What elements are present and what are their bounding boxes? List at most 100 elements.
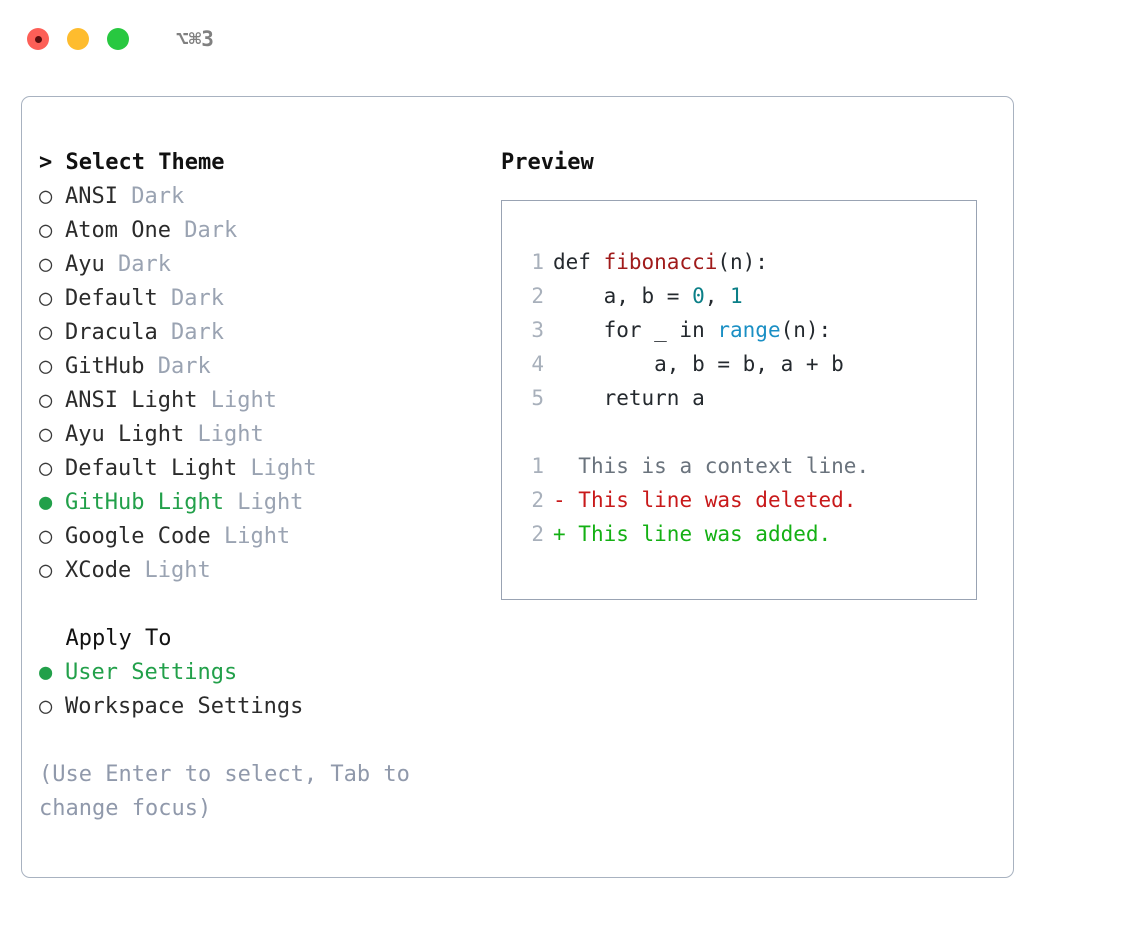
theme-option-ayu-light[interactable]: ○ Ayu Light Light — [39, 418, 479, 452]
theme-option-ansi-light[interactable]: ○ANSI Light Light — [39, 384, 479, 418]
diff-line-deleted: 2- This line was deleted. — [518, 483, 976, 517]
code-token: (n): — [717, 250, 768, 274]
radio-icon: ○ — [39, 422, 53, 447]
theme-variant-text: Light — [197, 422, 264, 447]
preview-heading: Preview — [501, 150, 594, 175]
theme-variant — [144, 354, 157, 379]
theme-option-github-light[interactable]: ● GitHub Light Light — [39, 486, 479, 520]
select-theme-heading: > Select Theme — [39, 146, 479, 180]
theme-label: GitHub Light — [65, 490, 224, 515]
left-column: > Select Theme ○ANSI Dark ○Atom One Dark… — [39, 146, 479, 826]
theme-option-default-light[interactable]: ○Default Light Light — [39, 452, 479, 486]
code-token: a, b = — [553, 284, 693, 308]
line-number: 5 — [531, 386, 544, 410]
theme-variant-text: Dark — [170, 286, 224, 311]
theme-label: ANSI — [65, 184, 118, 209]
apply-option-workspace-settings[interactable]: ○Workspace Settings — [39, 690, 479, 724]
radio-icon: ○ — [39, 354, 53, 379]
theme-variant-text: Light — [210, 388, 277, 413]
apply-label: User Settings — [65, 660, 238, 685]
diff-text: This line was deleted. — [578, 488, 857, 512]
line-number: 4 — [531, 352, 544, 376]
diff-text: This line was added. — [578, 522, 832, 546]
theme-label: Atom One — [65, 218, 171, 243]
code-token-function: fibonacci — [603, 250, 718, 274]
close-button[interactable] — [27, 28, 49, 50]
code-line: 2 a, b = 0, 1 — [518, 279, 976, 313]
apply-to-heading: Apply To — [39, 622, 479, 656]
theme-variant — [158, 320, 171, 345]
code-token: def — [553, 250, 604, 274]
theme-variant — [105, 252, 118, 277]
keyboard-hint-text: (Use Enter to select, Tab to change focu… — [39, 762, 410, 821]
radio-icon: ○ — [39, 286, 53, 311]
diff-sign: - — [553, 488, 579, 512]
section-spacer — [39, 588, 479, 622]
diff-spacer — [518, 415, 976, 449]
theme-option-github-dark[interactable]: ○ GitHub Dark — [39, 350, 479, 384]
theme-label: Ayu Light — [65, 422, 185, 447]
code-line: 3 for _ in range(n): — [518, 313, 976, 347]
apply-to-title: Apply To — [65, 626, 172, 651]
theme-variant-text: Light — [144, 558, 211, 583]
radio-icon: ○ — [39, 252, 53, 277]
theme-variant — [237, 456, 250, 481]
theme-option-atom-one-dark[interactable]: ○Atom One Dark — [39, 214, 479, 248]
code-line: 1 def fibonacci(n): — [518, 245, 976, 279]
close-icon — [34, 35, 42, 43]
line-number: 1 — [531, 250, 544, 274]
apply-option-user-settings[interactable]: ● User Settings — [39, 656, 479, 690]
theme-variant-text: Dark — [131, 184, 185, 209]
code-token: (n): — [780, 318, 832, 342]
theme-variant — [184, 422, 197, 447]
radio-icon: ○ — [39, 320, 53, 345]
theme-option-dracula-dark[interactable]: ○ Dracula Dark — [39, 316, 479, 350]
main-panel: > Select Theme ○ANSI Dark ○Atom One Dark… — [21, 96, 1014, 878]
code-token-number: 1 — [730, 284, 743, 308]
radio-icon-selected: ● — [39, 490, 53, 515]
theme-option-ayu-dark[interactable]: ○ Ayu Dark — [39, 248, 479, 282]
maximize-button[interactable] — [107, 28, 129, 50]
diff-text: This is a context line. — [578, 454, 870, 478]
minimize-button[interactable] — [67, 28, 89, 50]
window-controls — [27, 28, 129, 50]
theme-variant — [118, 184, 131, 209]
code-token-builtin: range — [717, 318, 781, 342]
theme-variant-text: Light — [237, 490, 304, 515]
theme-option-ansi-dark[interactable]: ○ ANSI Dark — [39, 180, 479, 214]
theme-option-xcode[interactable]: ○ XCode Light — [39, 554, 479, 588]
theme-label: Default Light — [65, 456, 238, 481]
theme-label: XCode — [65, 558, 132, 583]
radio-icon: ○ — [39, 524, 53, 549]
code-token: return a — [553, 386, 705, 410]
keyboard-shortcut-label: ⌥⌘3 — [176, 26, 214, 51]
theme-variant-text: Dark — [184, 218, 238, 243]
theme-label: Dracula — [65, 320, 158, 345]
theme-variant-text: Dark — [157, 354, 211, 379]
radio-icon: ○ — [39, 558, 53, 583]
radio-icon: ○ — [39, 694, 53, 719]
theme-variant-text: Dark — [170, 320, 224, 345]
theme-label: GitHub — [65, 354, 145, 379]
theme-variant — [197, 388, 210, 413]
diff-sign — [553, 454, 578, 478]
theme-option-google-code[interactable]: ○ Google Code Light — [39, 520, 479, 554]
theme-label: Google Code — [65, 524, 211, 549]
theme-variant-text: Light — [223, 524, 291, 549]
theme-label: Default — [65, 286, 158, 311]
theme-label: Ayu — [65, 252, 105, 277]
theme-variant — [131, 558, 144, 583]
code-line: 4 a, b = b, a + b — [518, 347, 976, 381]
line-number: 2 — [531, 488, 544, 512]
panel-columns: > Select Theme ○ANSI Dark ○Atom One Dark… — [22, 97, 1013, 877]
theme-variant-text: Dark — [118, 252, 171, 277]
radio-icon: ○ — [39, 184, 53, 209]
diff-line-added: 2+ This line was added. — [518, 517, 976, 551]
radio-icon: ○ — [39, 388, 53, 413]
theme-option-default-dark[interactable]: ○ Default Dark — [39, 282, 479, 316]
theme-variant — [211, 524, 224, 549]
radio-icon-selected: ● — [39, 660, 53, 685]
line-number: 2 — [531, 284, 544, 308]
